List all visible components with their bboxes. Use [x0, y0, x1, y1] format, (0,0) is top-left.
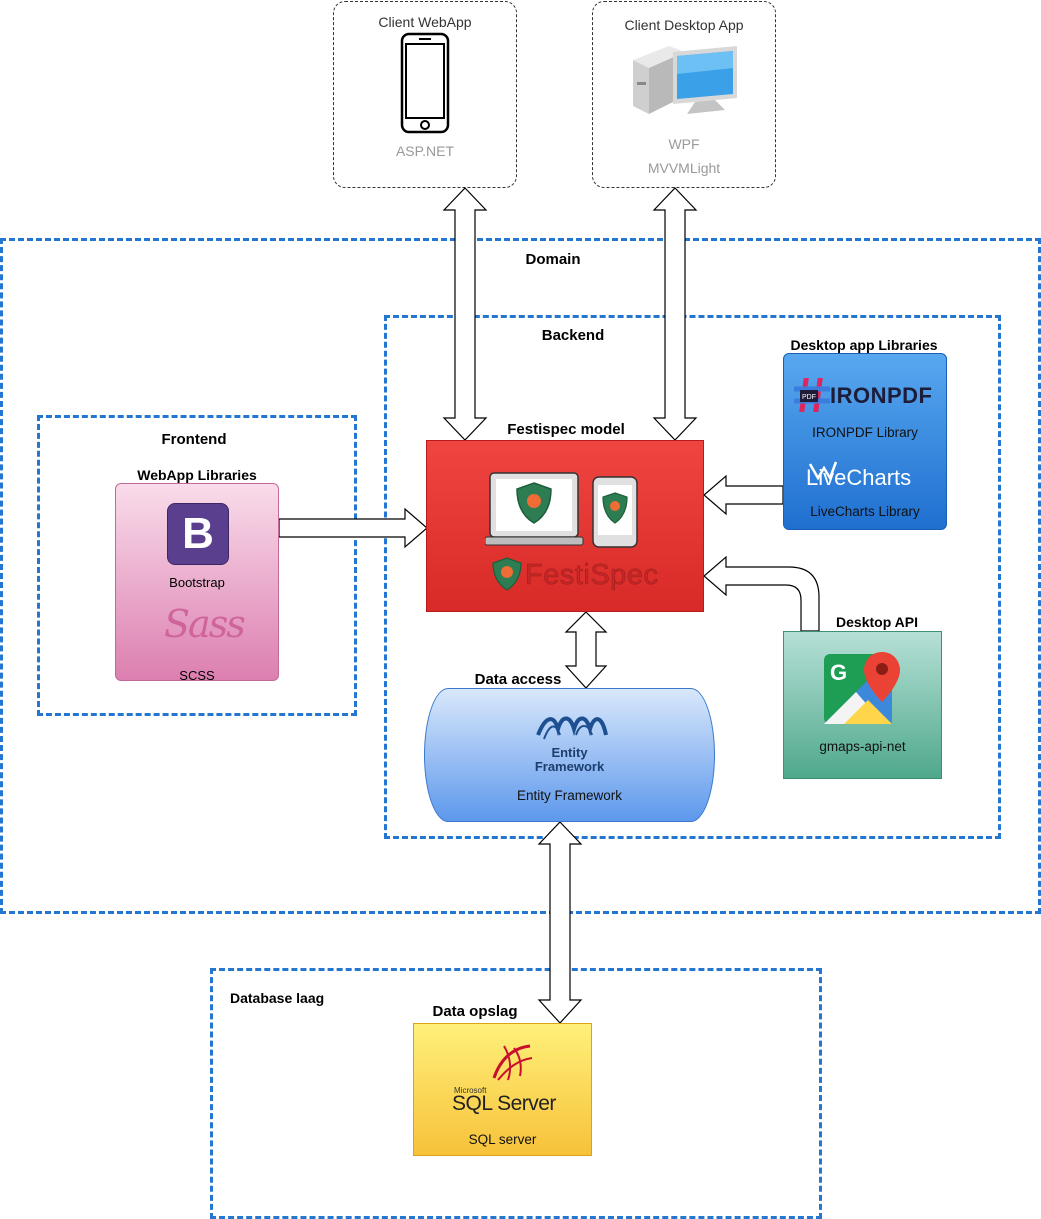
bootstrap-icon: B — [167, 503, 229, 565]
entity-framework-icon — [536, 716, 608, 740]
client-desktop-box: Client Desktop App WPF MVVMLight — [592, 1, 776, 188]
entity-framework-logo-line1: Entity — [551, 745, 588, 760]
webapp-libraries-label: WebApp Libraries — [137, 467, 257, 483]
domain-zone — [0, 238, 1041, 914]
sql-server-caption: SQL server — [468, 1132, 537, 1147]
scss-caption: SCSS — [179, 668, 215, 683]
bootstrap-logo-letter: B — [182, 509, 214, 558]
webapp-libraries-box: B Bootstrap Sass SCSS — [115, 483, 279, 683]
desktop-api-box: G gmaps-api-net — [783, 631, 942, 779]
entity-framework-logo-line2: Framework — [534, 759, 605, 774]
laptop-tablet-shield-icon — [485, 472, 638, 548]
festispec-model-box: FestiSpec — [426, 440, 704, 612]
google-maps-icon: G — [824, 652, 900, 724]
frontend-zone — [37, 415, 357, 716]
client-webapp-tech: ASP.NET — [395, 143, 455, 159]
data-access-label: Data access — [474, 671, 562, 688]
gmaps-caption: gmaps-api-net — [819, 739, 906, 754]
client-desktop-title: Client Desktop App — [624, 17, 744, 33]
ironpdf-caption: IRONPDF Library — [812, 425, 918, 440]
smartphone-icon — [400, 32, 450, 134]
database-zone — [210, 968, 822, 1219]
entity-framework-caption: Entity Framework — [516, 788, 623, 803]
client-webapp-box: Client WebApp ASP.NET — [333, 1, 517, 188]
domain-label: Domain — [525, 251, 581, 268]
festispec-model-label: Festispec model — [507, 421, 625, 438]
svg-text:G: G — [830, 660, 847, 685]
livecharts-caption: LiveCharts Library — [810, 504, 920, 519]
livecharts-logo: LiveCharts — [806, 465, 912, 490]
sql-server-logo: SQL Server — [452, 1092, 556, 1115]
sass-logo-icon: Sass — [164, 602, 246, 646]
backend-label: Backend — [541, 327, 605, 344]
client-desktop-tech-mvvmlight: MVVMLight — [647, 160, 721, 176]
frontend-label: Frontend — [161, 431, 227, 448]
svg-text:PDF: PDF — [802, 394, 816, 401]
ironpdf-logo: IRONPDF — [830, 383, 933, 408]
desktop-libraries-box: PDF IRONPDF IRONPDF Library LiveCharts L… — [783, 353, 947, 530]
sql-server-icon — [492, 1044, 533, 1081]
desktop-api-label: Desktop API — [836, 614, 918, 630]
database-label: Database laag — [230, 990, 325, 1006]
ironpdf-hash-icon: PDF — [794, 378, 830, 412]
data-access-cylinder: Entity Framework Entity Framework — [424, 688, 715, 822]
festispec-wordmark: FestiSpec — [525, 559, 659, 592]
data-opslag-label: Data opslag — [432, 1003, 518, 1020]
livecharts-icon — [808, 461, 838, 481]
backend-zone — [384, 315, 1001, 839]
festispec-shield-icon — [492, 557, 522, 591]
bootstrap-caption: Bootstrap — [169, 575, 225, 590]
client-webapp-title: Client WebApp — [378, 14, 472, 30]
desktop-computer-icon — [633, 46, 737, 114]
sql-server-microsoft-text: Microsoft — [454, 1086, 487, 1095]
desktop-libraries-label: Desktop app Libraries — [790, 337, 938, 353]
data-opslag-box: Microsoft SQL Server SQL server — [413, 1023, 592, 1156]
client-desktop-tech-wpf: WPF — [668, 136, 700, 152]
